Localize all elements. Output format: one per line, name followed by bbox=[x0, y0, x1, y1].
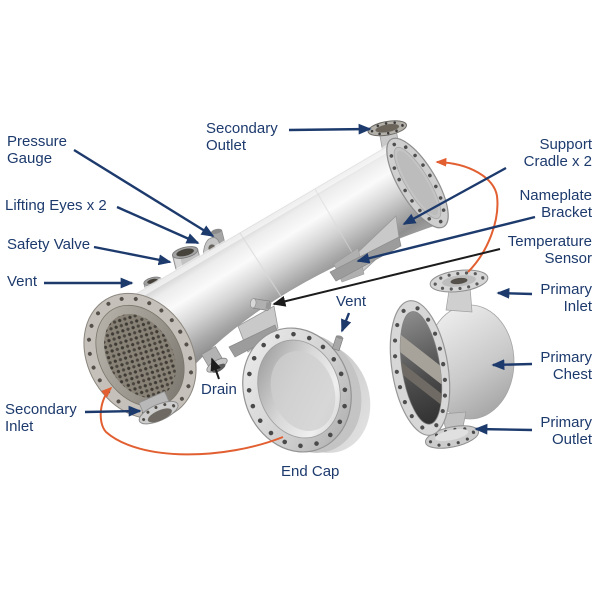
arrow-lifting-eyes bbox=[116, 205, 200, 245]
label-secondary-inlet: Secondary Inlet bbox=[5, 401, 77, 436]
label-vent-left: Vent bbox=[7, 273, 38, 290]
label-primary-inlet: Primary Inlet bbox=[540, 281, 592, 316]
arrow-primary-chest bbox=[491, 359, 533, 371]
primary-chest bbox=[389, 269, 515, 449]
label-temperature-sensor: Temperature Sensor bbox=[507, 233, 592, 268]
arrow-safety-valve bbox=[93, 245, 172, 266]
primary-inlet-flange bbox=[429, 269, 489, 293]
shell-end-flange bbox=[386, 137, 449, 229]
label-drain: Drain bbox=[201, 381, 237, 398]
arrow-pressure-gauge bbox=[73, 148, 215, 238]
label-primary-outlet: Primary Outlet bbox=[540, 414, 592, 449]
shell-weld-seam bbox=[239, 232, 285, 302]
label-lifting-eyes: Lifting Eyes x 2 bbox=[5, 197, 107, 214]
label-support-cradle: Support Cradle x 2 bbox=[523, 136, 592, 171]
arrow-secondary-inlet bbox=[84, 405, 142, 417]
shell-weld-seam bbox=[314, 188, 358, 262]
end-cap bbox=[242, 327, 371, 453]
arrow-primary-inlet bbox=[496, 287, 533, 299]
arrow-drain bbox=[210, 357, 221, 380]
primary-chest-baffle bbox=[393, 333, 449, 406]
arrow-vent-end-cap bbox=[340, 312, 352, 333]
secondary-inlet-nozzle bbox=[138, 390, 179, 425]
label-nameplate-bracket: Nameplate Bracket bbox=[519, 187, 592, 222]
arrow-secondary-outlet bbox=[288, 123, 372, 135]
arrow-nameplate-bracket bbox=[356, 215, 536, 264]
arrow-support-cradle bbox=[402, 166, 507, 226]
shell-highlight bbox=[116, 144, 392, 310]
label-primary-chest: Primary Chest bbox=[540, 349, 592, 384]
arrow-temperature-sensor bbox=[272, 248, 501, 307]
label-secondary-outlet: Secondary Outlet bbox=[206, 120, 278, 155]
label-safety-valve: Safety Valve bbox=[7, 236, 91, 253]
assembly-curve-end-cap bbox=[99, 386, 284, 456]
temperature-sensor-fitting bbox=[249, 298, 272, 311]
label-end-cap: End Cap bbox=[281, 463, 340, 480]
end-cap-vent-fitting bbox=[331, 335, 344, 352]
label-pressure-gauge: Pressure Gauge bbox=[7, 133, 68, 168]
label-vent-end-cap: Vent bbox=[336, 293, 367, 310]
arrow-primary-outlet bbox=[474, 423, 533, 435]
